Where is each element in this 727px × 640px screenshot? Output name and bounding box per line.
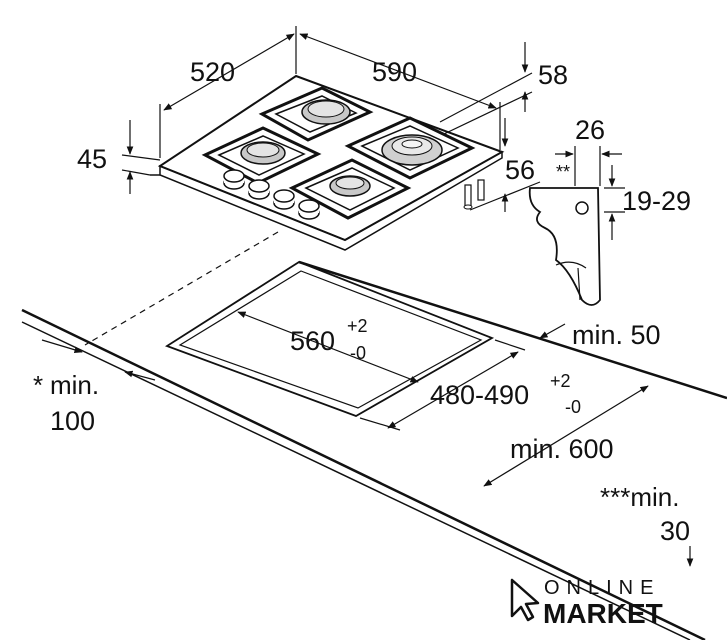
label-cutout-depth-tol-minus: -0 [565, 397, 581, 417]
knob-icon [273, 189, 295, 210]
label-clip-range: 19-29 [622, 186, 691, 216]
cursor-icon [510, 578, 540, 622]
label-height-back: 58 [538, 60, 568, 90]
burner-rear-left [258, 86, 374, 142]
burner-rear-right [344, 116, 476, 180]
clip-detail [528, 146, 625, 306]
label-clip-stars: ** [556, 162, 570, 182]
logo-line1: ONLINE [544, 577, 660, 599]
label-clip-width: 26 [575, 115, 605, 145]
label-cutout-width-tol-plus: +2 [347, 316, 368, 336]
knob-icon [298, 199, 320, 220]
label-cutout-depth-tol-plus: +2 [550, 371, 571, 391]
label-cutout-width-tol-minus: -0 [350, 343, 366, 363]
label-front-star: * [33, 370, 43, 400]
knob-icon [223, 169, 245, 190]
dimension-lines [121, 26, 541, 212]
knob-icon [248, 179, 270, 200]
worktop [21, 260, 727, 640]
online-market-logo: ONLINE MARKET [510, 577, 663, 629]
label-min-depth: min. 600 [510, 434, 614, 464]
burner-front-right [288, 158, 412, 220]
label-side-min-value: 30 [660, 516, 690, 546]
label-side-min: ***min. [600, 482, 679, 512]
projection-line [84, 231, 279, 346]
label-cutout-depth: 480-490 [430, 380, 529, 410]
label-front-min-value: 100 [50, 406, 95, 436]
cutout-opening [164, 260, 495, 417]
label-width-total: 590 [372, 57, 417, 87]
control-knobs [223, 169, 320, 220]
label-front-min: min. [50, 370, 99, 400]
label-depth-total: 520 [190, 57, 235, 87]
hob [150, 74, 505, 251]
label-height-front: 45 [77, 144, 107, 174]
label-min-rear: min. 50 [572, 320, 661, 350]
label-height-rear: 56 [505, 155, 535, 185]
label-cutout-width: 560 [290, 326, 335, 356]
burners [201, 86, 476, 220]
logo-line2: MARKET [543, 598, 663, 629]
cutout-dimension-lines [41, 311, 694, 567]
